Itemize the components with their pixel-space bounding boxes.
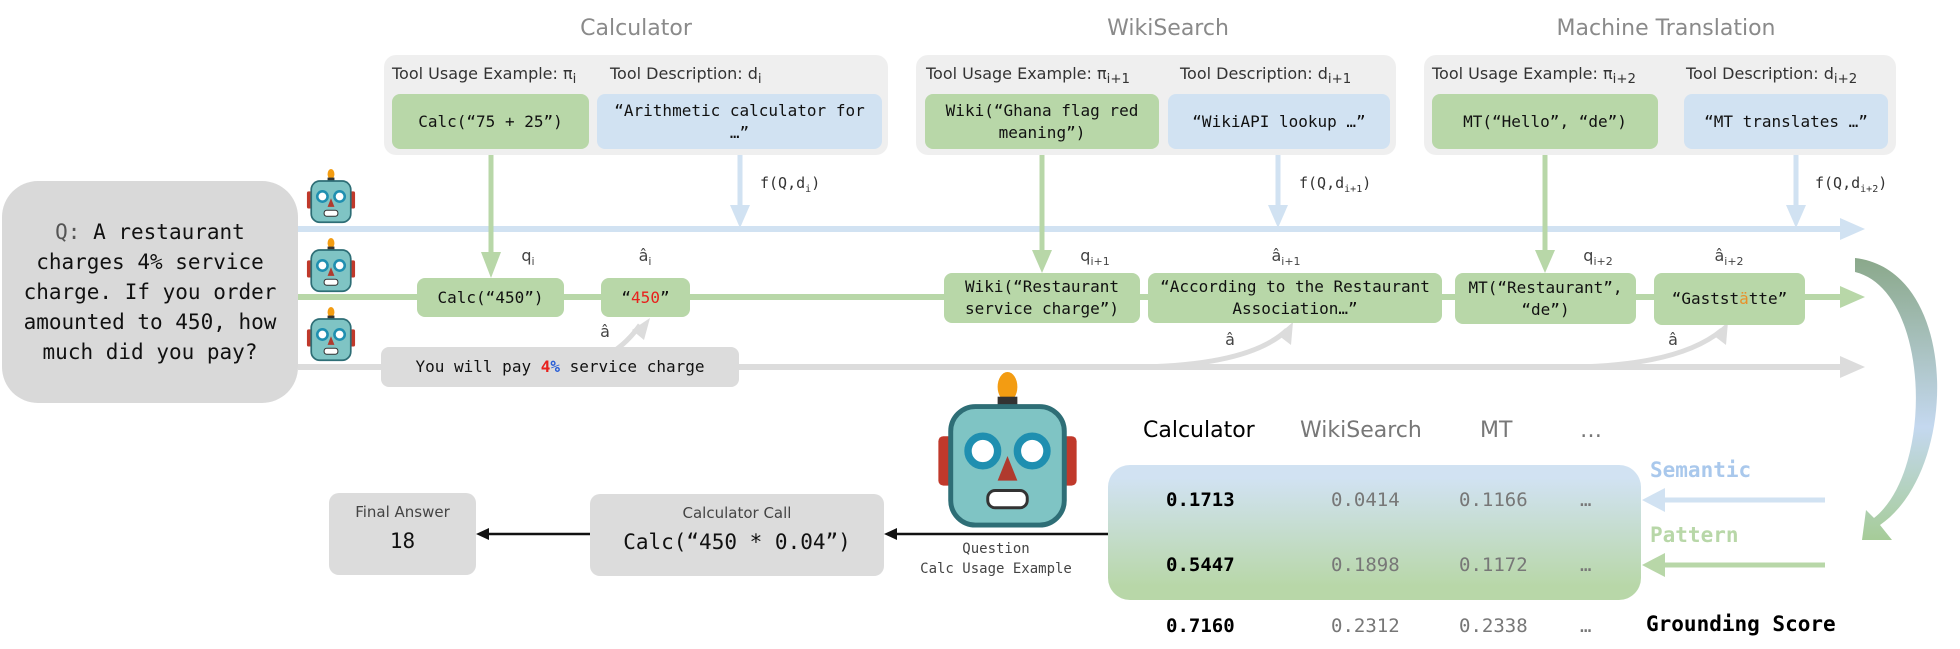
grounding-score-label: Grounding Score bbox=[1646, 612, 1836, 636]
robot-icon bbox=[305, 238, 357, 293]
final-answer-title: Final Answer bbox=[355, 503, 450, 521]
score-header-more: … bbox=[1580, 418, 1602, 443]
final-answer-box: Final Answer 18 bbox=[329, 493, 476, 575]
pattern-arrowhead bbox=[1642, 553, 1665, 577]
usage-example-label: Tool Usage Example: πi+2 bbox=[1432, 64, 1636, 88]
robot-icon bbox=[938, 372, 1076, 525]
semantic-line-arrowhead bbox=[1840, 218, 1865, 240]
usage-example-arrowheads bbox=[481, 250, 1555, 278]
score-header-wikisearch: WikiSearch bbox=[1300, 418, 1422, 443]
tool-answer-box: “According to the Restaurant Association… bbox=[1148, 273, 1442, 323]
query-label: qi bbox=[521, 246, 535, 269]
score-table-background bbox=[1108, 465, 1641, 600]
usage-example-label: Tool Usage Example: πi bbox=[392, 64, 577, 88]
edge-label-line1: Question bbox=[962, 541, 1030, 557]
usage-example-box: MT(“Hello”, “de”) bbox=[1432, 94, 1658, 149]
score-cell: 0.1713 bbox=[1166, 489, 1235, 511]
final-answer-value: 18 bbox=[389, 529, 416, 553]
question-box: Q: A restaurant charges 4% service charg… bbox=[2, 181, 298, 403]
description-arrows bbox=[737, 149, 1799, 210]
calculator-call-code: Calc(“450 * 0.04”) bbox=[623, 530, 851, 554]
direct-answer-label: â bbox=[600, 322, 610, 341]
tool-call-box: Calc(“450”) bbox=[417, 278, 564, 317]
query-label: qi+2 bbox=[1583, 246, 1613, 269]
usage-example-box: Wiki(“Ghana flag red meaning”) bbox=[925, 94, 1159, 149]
direct-answer-label: â bbox=[1225, 330, 1235, 349]
tool-title-wikisearch: WikiSearch bbox=[1107, 16, 1229, 41]
edge-label-line2: Calc Usage Example bbox=[920, 561, 1072, 577]
score-cell: 0.1898 bbox=[1331, 554, 1400, 576]
tool-title-mt: Machine Translation bbox=[1556, 16, 1776, 41]
edge-label: Question Calc Usage Example bbox=[920, 541, 1072, 577]
score-cell: 0.2338 bbox=[1459, 615, 1528, 637]
tool-call-box: MT(“Restaurant”, “de”) bbox=[1455, 273, 1636, 324]
usage-example-arrows bbox=[488, 149, 1548, 258]
score-cell: 0.5447 bbox=[1166, 554, 1235, 576]
answer-label: âi bbox=[638, 246, 652, 269]
calculator-call-box: Calculator Call Calc(“450 * 0.04”) bbox=[590, 494, 884, 576]
calculator-call-title: Calculator Call bbox=[682, 504, 792, 522]
semantic-fn-label: f(Q,di+2) bbox=[1815, 174, 1888, 195]
description-box: “WikiAPI lookup …” bbox=[1168, 94, 1390, 149]
description-arrowheads bbox=[730, 205, 1806, 228]
direct-line-arrowhead bbox=[1840, 356, 1865, 378]
score-cell: 0.2312 bbox=[1331, 615, 1400, 637]
answer-label: âi+1 bbox=[1271, 246, 1301, 269]
direct-answer-box: You will pay 4% service charge bbox=[381, 347, 739, 387]
score-header-calculator: Calculator bbox=[1143, 418, 1255, 443]
description-label: Tool Description: di+2 bbox=[1686, 64, 1858, 88]
score-cell: … bbox=[1580, 554, 1592, 576]
robot-icon bbox=[305, 307, 357, 362]
score-cell: 0.1166 bbox=[1459, 489, 1528, 511]
answer-curve-arrowheads bbox=[632, 318, 1728, 345]
tool-call-box: Wiki(“Restaurant service charge”) bbox=[944, 273, 1140, 323]
semantic-fn-label: f(Q,di+1) bbox=[1299, 174, 1372, 195]
pattern-line-arrowhead bbox=[1840, 286, 1865, 308]
semantic-fn-label: f(Q,di) bbox=[760, 174, 821, 195]
semantic-label: Semantic bbox=[1650, 458, 1752, 482]
score-cell: 0.0414 bbox=[1331, 489, 1400, 511]
tool-answer-box: “450” bbox=[601, 278, 690, 317]
to-calc-call-arrowhead bbox=[884, 528, 897, 540]
score-cell: … bbox=[1580, 489, 1592, 511]
description-label: Tool Description: di bbox=[610, 64, 762, 88]
direct-answer-label: â bbox=[1668, 330, 1678, 349]
score-cell: … bbox=[1580, 615, 1592, 637]
usage-example-label: Tool Usage Example: πi+1 bbox=[926, 64, 1130, 88]
description-label: Tool Description: di+1 bbox=[1180, 64, 1352, 88]
semantic-arrowhead bbox=[1642, 488, 1665, 512]
curved-arrow-icon bbox=[1855, 258, 1938, 540]
robot-icon bbox=[305, 169, 357, 224]
answer-label: âi+2 bbox=[1714, 246, 1744, 269]
score-cell: 0.1172 bbox=[1459, 554, 1528, 576]
query-label: qi+1 bbox=[1080, 246, 1110, 269]
pattern-label: Pattern bbox=[1650, 523, 1739, 547]
question-text: A restaurant charges 4% service charge. … bbox=[23, 220, 277, 364]
tool-title-calculator: Calculator bbox=[580, 16, 692, 41]
description-box: “MT translates …” bbox=[1684, 94, 1888, 149]
question-prefix: Q: bbox=[55, 220, 81, 244]
score-cell: 0.7160 bbox=[1166, 615, 1235, 637]
description-box: “Arithmetic calculator for …” bbox=[597, 94, 882, 149]
score-header-mt: MT bbox=[1480, 418, 1513, 443]
to-final-answer-arrowhead bbox=[476, 528, 489, 540]
usage-example-box: Calc(“75 + 25”) bbox=[392, 94, 589, 149]
